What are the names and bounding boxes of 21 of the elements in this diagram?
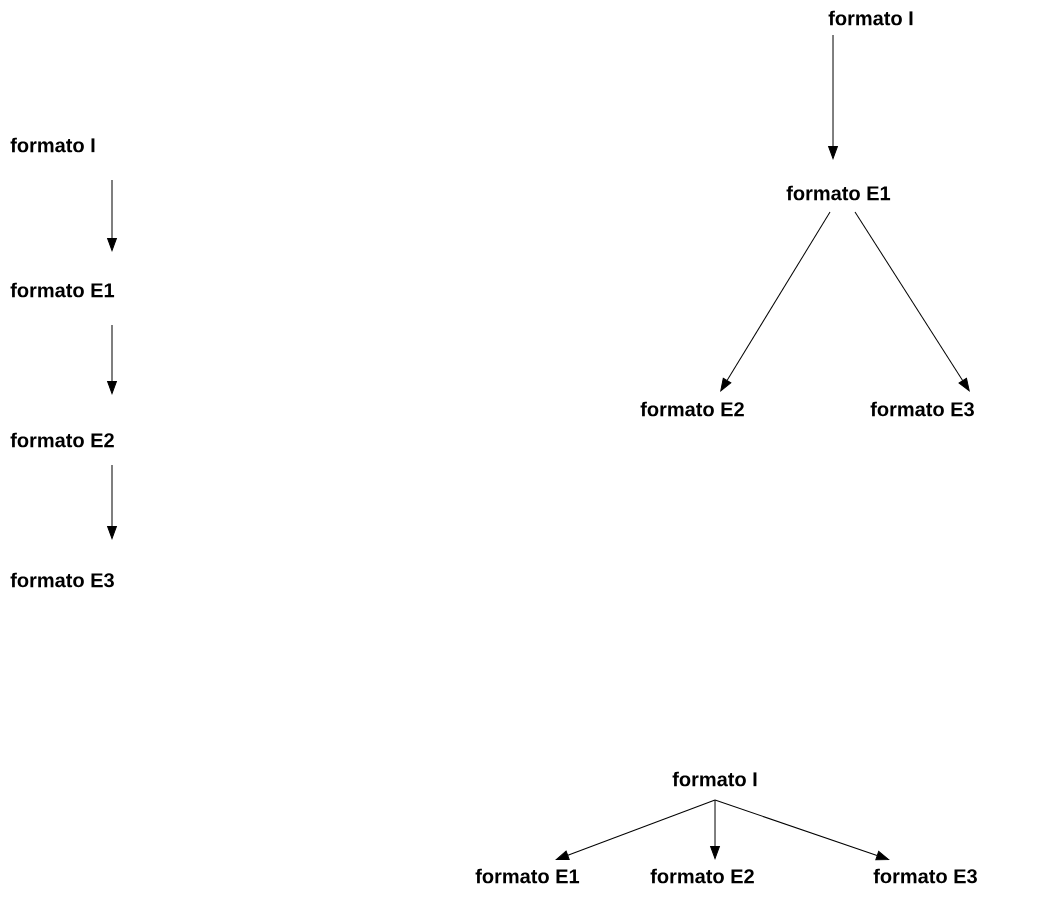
- arrow: [714, 799, 890, 861]
- node-label: formato I: [672, 771, 757, 787]
- arrow: [828, 34, 838, 159]
- node-label: formato I: [828, 10, 913, 26]
- node-label: formato E2: [10, 432, 114, 448]
- node-label: formato E3: [10, 572, 114, 588]
- arrow: [854, 211, 970, 392]
- node-label: formato E3: [873, 868, 977, 884]
- arrow: [107, 324, 117, 394]
- node-label: formato E1: [475, 868, 580, 884]
- arrow: [107, 179, 117, 251]
- arrow: [555, 799, 716, 860]
- arrow: [107, 464, 117, 539]
- node-label: formato I: [10, 137, 95, 153]
- arrow: [720, 211, 831, 392]
- node-label: formato E1: [10, 282, 115, 298]
- node-label: formato E2: [650, 868, 754, 884]
- node-label: formato E3: [870, 401, 974, 417]
- node-label: formato E2: [640, 401, 744, 417]
- arrow: [710, 799, 720, 859]
- node-label: formato E1: [786, 185, 891, 201]
